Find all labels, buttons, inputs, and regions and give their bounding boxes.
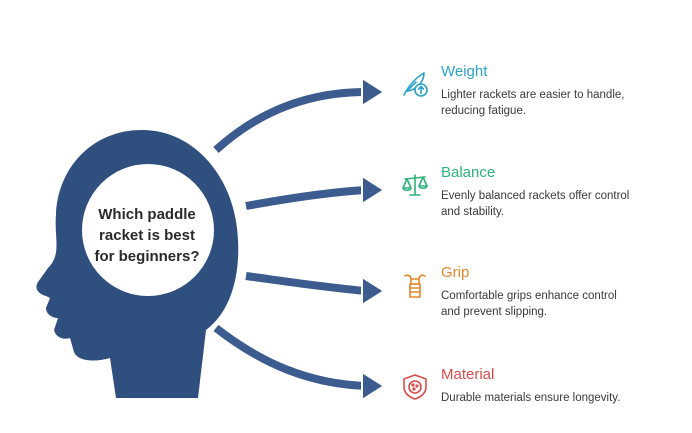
description-line: reducing fatigue. [441,105,527,117]
factor-description: Lighter rackets are easier to handle, re… [441,87,681,119]
arrow-material [211,322,367,393]
description-line: and stability. [441,206,505,218]
feather-up-icon [403,72,428,97]
question-line: racket is best [99,227,195,244]
factor-title: Material [441,366,495,383]
arrowhead-balance [361,174,386,206]
question-line: for beginners? [94,248,200,265]
question-line: Which paddle [98,206,196,223]
description-line: Durable materials ensure longevity. [441,392,621,404]
description-line: Comfortable grips enhance control [441,290,617,302]
description-line: Lighter rackets are easier to handle, [441,89,625,101]
factor-title: Weight [441,63,488,80]
arrowhead-weight [361,76,386,108]
scale-icon [402,174,428,196]
central-question: Which paddle racket is best for beginner… [82,204,212,267]
arrowhead-material [361,370,386,402]
factor-title: Grip [441,264,470,281]
description-line: Evenly balanced rackets offer control [441,190,630,202]
factor-description: Evenly balanced rackets offer control an… [441,188,681,220]
factor-title: Balance [441,164,496,181]
factor-description: Comfortable grips enhance control and pr… [441,288,681,320]
thought-circle [82,164,214,296]
grip-hand-icon [404,274,426,298]
arrowhead-grip [361,275,386,307]
material-shield-icon [403,374,427,400]
factor-description: Durable materials ensure longevity. [441,390,681,406]
description-line: and prevent slipping. [441,306,548,318]
